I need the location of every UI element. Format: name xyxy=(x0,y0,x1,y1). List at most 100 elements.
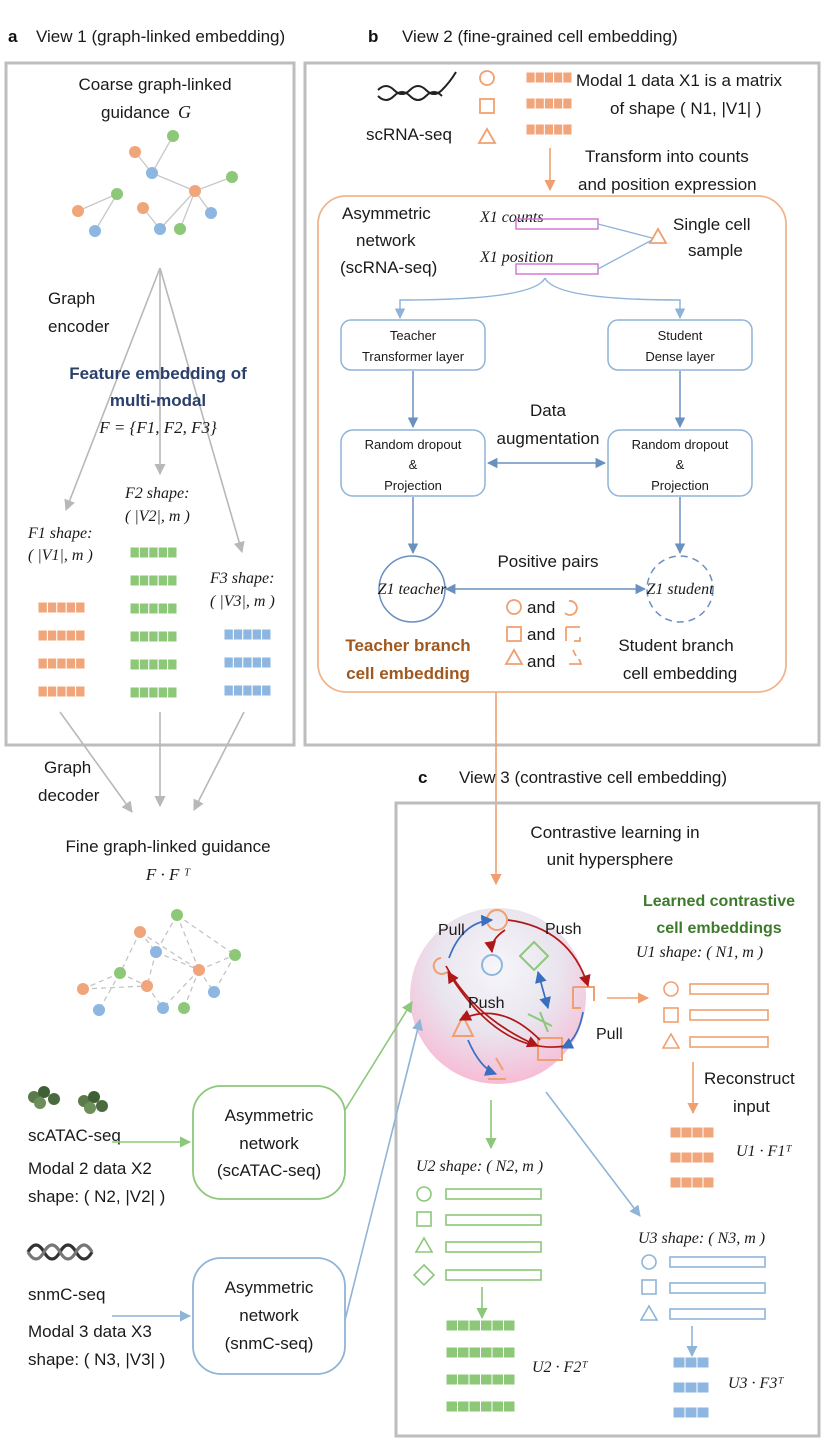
snmc-asym-label-2: network xyxy=(239,1306,299,1325)
coarse-guidance-symbol: G xyxy=(178,102,191,122)
u2f2-matrix-cell xyxy=(468,1346,481,1359)
u1f1-matrix xyxy=(669,1126,715,1189)
x1-matrix-cell xyxy=(525,123,536,136)
feature-embedding-title: Feature embedding of xyxy=(69,364,247,383)
f3-matrix-cell xyxy=(261,628,272,641)
f3-shape-dims: ( |V3|, m ) xyxy=(210,593,275,610)
snmc-asym-label-3: (snmC-seq) xyxy=(225,1334,314,1353)
f2-shape-dims: ( |V2|, m ) xyxy=(125,508,190,525)
f2-matrix-cell xyxy=(129,658,140,671)
f1-matrix-cell xyxy=(56,657,67,670)
u1f1-matrix-cell xyxy=(691,1151,704,1164)
and-label-1: and xyxy=(527,598,555,617)
u2f2-matrix-cell xyxy=(468,1373,481,1386)
snmc-asym-label: Asymmetric xyxy=(225,1278,314,1297)
u2f2-matrix-cell xyxy=(480,1346,493,1359)
teacher-dropout-amp: & xyxy=(409,457,418,472)
f2-matrix-cell xyxy=(157,546,169,559)
f1-matrix-cell xyxy=(46,629,58,642)
f3-matrix-cell xyxy=(242,656,253,669)
u2f2-matrix-cell xyxy=(468,1319,481,1332)
f1-matrix-cell xyxy=(56,601,67,614)
z-student-node xyxy=(646,555,714,623)
u3f3-matrix xyxy=(672,1356,710,1419)
f2-matrix-cell xyxy=(129,630,140,643)
f1-matrix-cell xyxy=(75,629,86,642)
f3-matrix-cell xyxy=(223,684,234,697)
f2-matrix-cell xyxy=(138,574,150,587)
u3f3-matrix-cell xyxy=(672,1356,686,1369)
f2-matrix-cell xyxy=(157,602,169,615)
f2-matrix-cell xyxy=(157,574,169,587)
modal2-description: Modal 2 data X2 xyxy=(28,1159,152,1178)
x1-matrix-cell xyxy=(562,123,573,136)
u3f3-matrix-cell xyxy=(684,1406,698,1419)
f1-matrix-cell xyxy=(65,629,77,642)
unit-hypersphere xyxy=(410,908,586,1084)
scrna-asym-label: Asymmetric xyxy=(342,204,431,223)
f2-matrix-cell xyxy=(167,658,178,671)
coarse-graph-nodes xyxy=(72,130,238,237)
f2-matrix-cell xyxy=(157,630,169,643)
u3-shape-label: U3 shape: ( N3, m ) xyxy=(638,1230,765,1247)
u2f2-matrix-cell xyxy=(480,1319,493,1332)
x1-matrix-cell xyxy=(534,123,545,136)
contrastive-title-2: unit hypersphere xyxy=(547,850,674,869)
pull-label-top: Pull xyxy=(438,922,465,939)
scrna-asym-label-3: (scRNA-seq) xyxy=(340,258,437,277)
u3f3-matrix-cell xyxy=(672,1381,686,1394)
f1-matrix-cell xyxy=(65,601,77,614)
coarse-guidance-title: Coarse graph-linked xyxy=(78,75,231,94)
u3-rows xyxy=(639,1254,766,1321)
f2-matrix-cell xyxy=(167,546,178,559)
u2f2-matrix-cell xyxy=(445,1346,458,1359)
decoder-arrows xyxy=(59,711,245,813)
coarse-guidance-subtitle: guidance xyxy=(101,103,170,122)
panel-c-title: View 3 (contrastive cell embedding) xyxy=(459,768,727,787)
u2f2-matrix-cell xyxy=(503,1373,516,1386)
u1f1-matrix-cell xyxy=(691,1176,704,1189)
snmc-label: snmC-seq xyxy=(28,1285,105,1304)
scatac-network-box xyxy=(192,1085,346,1200)
transform-label: Transform into counts xyxy=(585,147,749,166)
graph-encoder-label: Graph xyxy=(48,289,95,308)
u2f2-matrix-cell xyxy=(445,1319,458,1332)
z-teacher-label: Z1 teacher xyxy=(378,581,448,598)
u3f3-matrix-cell xyxy=(696,1406,710,1419)
u3f3-matrix-cell xyxy=(684,1356,698,1369)
u1-rows xyxy=(661,981,769,1049)
x1-matrix-cell xyxy=(562,71,573,84)
scatac-label: scATAC-seq xyxy=(28,1126,121,1145)
student-branch-label: Student branch xyxy=(618,636,733,655)
pull-label-right: Pull xyxy=(596,1026,623,1043)
f2-matrix-cell xyxy=(148,630,159,643)
single-cell-label-2: sample xyxy=(688,241,743,260)
transform-label-2: and position expression xyxy=(578,175,757,194)
f3-matrix-cell xyxy=(242,684,253,697)
u3-product-label: U3 · F3ᵀ xyxy=(728,1375,784,1392)
dna-strand-icon xyxy=(377,71,457,101)
f3-matrix-cell xyxy=(232,684,244,697)
u2f2-matrix-cell xyxy=(457,1400,470,1413)
positive-pairs-label: Positive pairs xyxy=(497,552,598,571)
f1-shape-dims: ( |V1|, m ) xyxy=(28,547,93,564)
u1f1-matrix-cell xyxy=(680,1176,693,1189)
vector-connectors xyxy=(597,223,653,270)
methylation-strand-icon xyxy=(26,1243,94,1261)
x1-matrix-cell xyxy=(543,123,555,136)
u2-shape-label: U2 shape: ( N2, m ) xyxy=(416,1158,543,1175)
f1-matrix-cell xyxy=(46,601,58,614)
and-label-3: and xyxy=(527,652,555,671)
x1-matrix-cell xyxy=(543,71,555,84)
u1f1-matrix-cell xyxy=(669,1151,682,1164)
f2-matrix-cell xyxy=(167,630,178,643)
f2-matrix-cell xyxy=(129,546,140,559)
scatac-asym-label-3: (scATAC-seq) xyxy=(217,1161,321,1180)
panel-b-letter: b xyxy=(368,27,378,46)
u2f2-matrix-cell xyxy=(491,1319,504,1332)
u1-product-label: U1 · F1ᵀ xyxy=(736,1143,792,1160)
u2f2-matrix-cell xyxy=(457,1319,470,1332)
f3-matrix-cell xyxy=(251,656,263,669)
f1-matrix xyxy=(37,601,86,698)
student-dropout-box xyxy=(607,429,753,497)
